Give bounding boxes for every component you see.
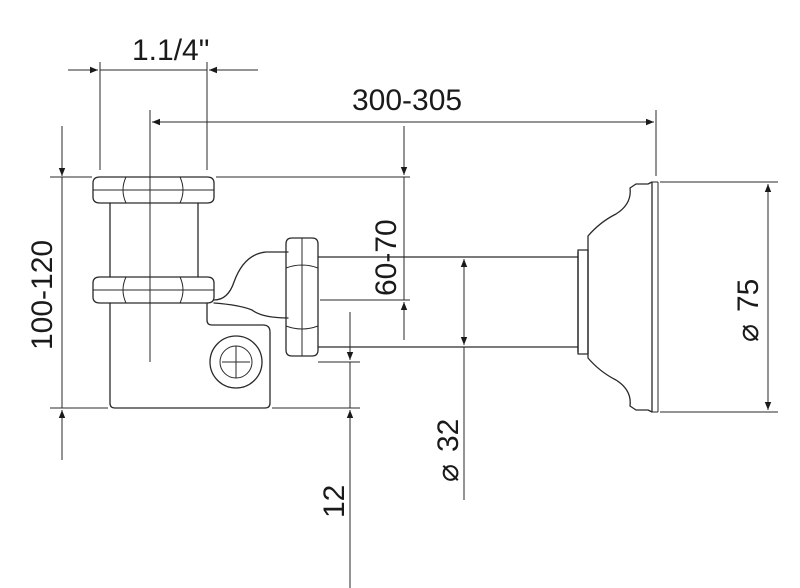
dim-outlet-height-label: 60-70 xyxy=(370,219,403,296)
dim-pipe-diameter-label: 32 xyxy=(432,419,465,452)
dim-thread: 1.1/4" xyxy=(68,34,258,170)
upper-nut xyxy=(92,176,215,204)
dim-height-label: 100-120 xyxy=(26,240,59,350)
trap-body xyxy=(92,110,319,409)
outlet-pipe xyxy=(317,249,589,355)
dim-thread-label: 1.1/4" xyxy=(132,34,209,67)
dim-flange-diameter: ⌀ 75 xyxy=(660,181,778,413)
trap-neck xyxy=(109,202,199,278)
dim-flange-diameter-symbol: ⌀ xyxy=(732,324,765,342)
dim-outlet-height: 60-70 xyxy=(216,126,410,340)
dim-length: 300-305 xyxy=(152,84,657,176)
dim-length-label: 300-305 xyxy=(352,84,462,117)
dim-flange-diameter-label: 75 xyxy=(732,279,765,312)
dim-pipe-diameter-symbol: ⌀ xyxy=(432,464,465,482)
cleanout-plug xyxy=(209,335,263,389)
dim-height: 100-120 xyxy=(26,126,108,460)
dim-offset-label: 12 xyxy=(318,485,351,518)
outlet-nut xyxy=(285,237,319,357)
dim-offset: 12 xyxy=(272,312,360,588)
dim-pipe-diameter: ⌀ 32 xyxy=(432,259,468,500)
trap-bowl xyxy=(109,302,271,409)
wall-flange xyxy=(587,181,659,413)
